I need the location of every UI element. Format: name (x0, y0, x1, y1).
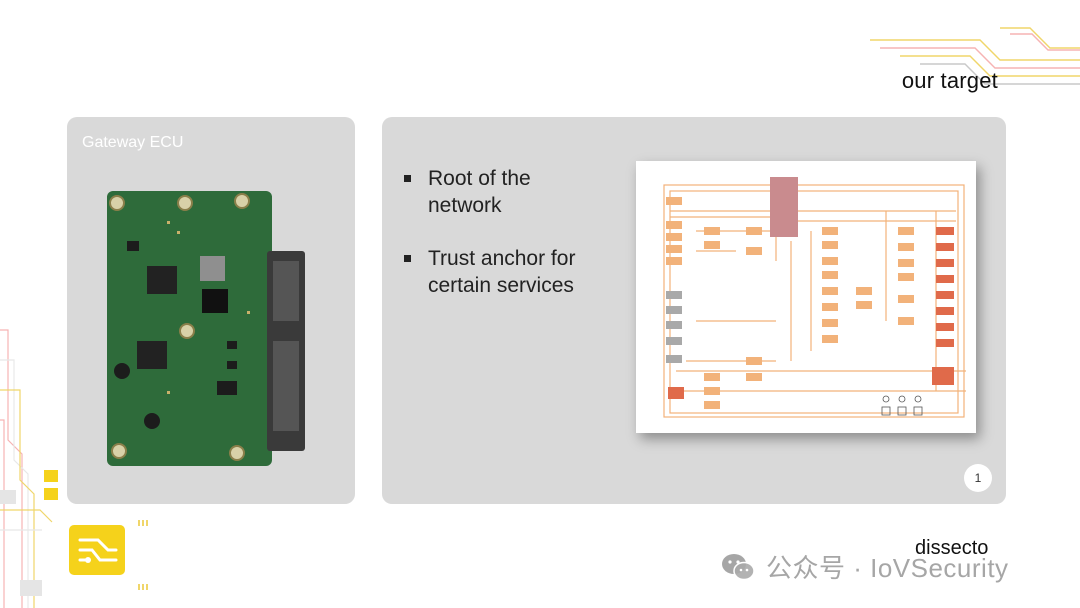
watermark-text: 公众号 · IoVSecurity (766, 553, 1009, 583)
brand-name: dissecto (915, 537, 989, 559)
gateway-ecu-panel: Gateway ECU (67, 117, 355, 504)
bullet-list: Root of the network Trust anchor for cer… (404, 165, 604, 325)
square-bullet-icon (404, 175, 411, 182)
circuit-traces-decoration (0, 329, 148, 608)
wechat-icon (722, 553, 755, 580)
panel-caption: Gateway ECU (82, 134, 184, 151)
slide-title: our target (901, 68, 998, 93)
pcb-photo (107, 191, 305, 466)
page-number-badge: 1 (964, 464, 992, 492)
network-architecture-diagram (636, 161, 976, 433)
square-bullet-icon (404, 255, 411, 262)
dissecto-logo-icon (67, 523, 127, 577)
bullet-item: Trust anchor for certain services (404, 245, 604, 299)
bullet-text: Root of the network (428, 167, 531, 217)
wechat-watermark: 公众号 · IoVSecurity (720, 548, 1009, 585)
circuit-lines-decoration (870, 27, 1080, 85)
bullet-text: Trust anchor for certain services (428, 247, 576, 297)
bullet-item: Root of the network (404, 165, 604, 219)
network-diagram-drawing (636, 161, 976, 433)
network-panel: Root of the network Trust anchor for cer… (382, 117, 1006, 504)
